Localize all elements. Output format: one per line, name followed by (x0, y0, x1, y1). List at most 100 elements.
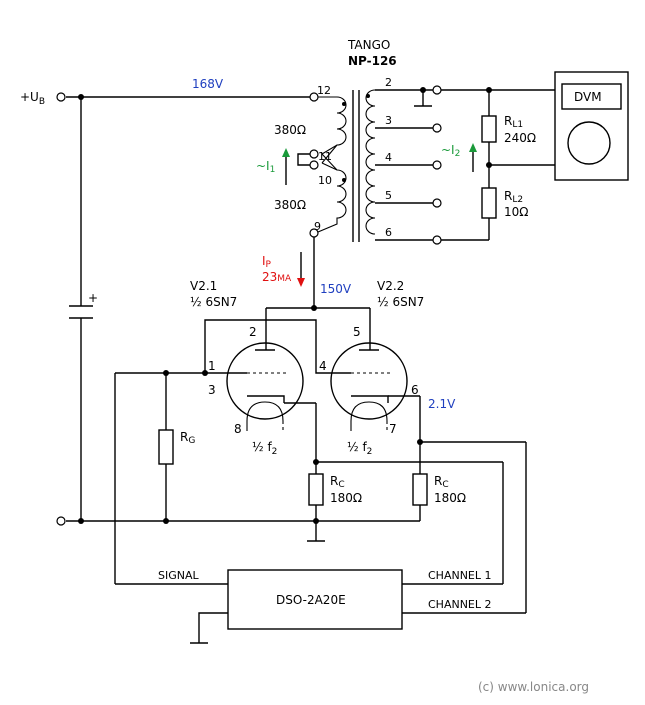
tube2-pin-grid: 4 (319, 359, 327, 373)
rc1-label: RC (330, 474, 345, 490)
cathode-voltage: 2.1V (428, 397, 456, 411)
junction-dot (486, 87, 492, 93)
plate-voltage: 150V (320, 282, 352, 296)
current-arrowhead (469, 143, 477, 152)
load-wiring (441, 89, 555, 241)
rl2-label: RL2 (504, 189, 523, 205)
pin-label: 4 (385, 151, 392, 164)
secondary-taps (375, 89, 436, 241)
junction-dot (163, 370, 169, 376)
tube1-pin-plate: 2 (249, 325, 257, 339)
tube1-pin-grid: 1 (208, 359, 216, 373)
supply-label: +UB (20, 90, 45, 107)
pin-label: 11 (318, 150, 332, 163)
junction-dot (417, 439, 423, 445)
capacitor-polarity: + (88, 291, 98, 305)
dvm-dial (567, 121, 611, 165)
primary-winding-lower (317, 144, 347, 233)
copyright: (c) www.lonica.org (478, 680, 589, 694)
transformer-pin-terminal (309, 92, 319, 102)
pin-label: 10 (318, 174, 332, 187)
junction-dot (163, 518, 169, 524)
tube2-name: V2.2 (377, 279, 404, 293)
plate-current-label: IP (262, 254, 272, 270)
tap-terminal (432, 123, 442, 133)
tube2-type: ½ 6SN7 (377, 295, 424, 309)
grid-wiring (114, 319, 351, 585)
oscilloscope-box (227, 569, 403, 630)
rc1-value: 180Ω (330, 491, 362, 505)
rc2-value: 180Ω (434, 491, 466, 505)
current2-label: ~I2 (441, 143, 460, 159)
pin-label: 12 (317, 84, 331, 97)
transformer-pin-terminal (309, 149, 319, 159)
scope-ground-wire (198, 612, 228, 643)
tap-terminal (432, 85, 442, 95)
dvm-display (561, 83, 622, 110)
junction-dot (486, 162, 492, 168)
dvm-label: DVM (574, 90, 602, 104)
filter-capacitor (69, 305, 93, 319)
supply-wiring (66, 96, 421, 522)
cathode-resistor-rc1 (308, 473, 324, 506)
winding-lower-label: 380Ω (274, 198, 306, 212)
grid-resistor-rg (158, 429, 174, 465)
tap-terminal (432, 198, 442, 208)
tube-v2-2 (330, 342, 408, 431)
junction-dot (78, 94, 84, 100)
junction-dot (313, 459, 319, 465)
tube1-pin-heater: 8 (234, 422, 242, 436)
current-arrowhead (282, 148, 290, 157)
winding-strap (297, 153, 310, 166)
winding-upper-label: 380Ω (274, 123, 306, 137)
tube1-name: V2.1 (190, 279, 217, 293)
tap-terminal (432, 235, 442, 245)
ground-terminal (56, 516, 66, 526)
supply-voltage: 168V (192, 77, 224, 91)
secondary-winding (365, 89, 376, 235)
junction-dot (313, 518, 319, 524)
transformer-model: NP-126 (348, 54, 397, 68)
load-resistor-rl1 (481, 115, 497, 143)
transformer-pin-terminal (309, 160, 319, 170)
tap-terminal (432, 160, 442, 170)
plate-current-value: 23MA (262, 270, 292, 284)
scope-signal-label: SIGNAL (158, 569, 200, 582)
supply-terminal (56, 92, 66, 102)
junction-dot (78, 518, 84, 524)
rl1-label: RL1 (504, 114, 523, 130)
tube2-pin-plate: 5 (353, 325, 361, 339)
tube-v2-1 (226, 342, 304, 431)
tube1-type: ½ 6SN7 (190, 295, 237, 309)
transformer-maker: TANGO (347, 38, 390, 52)
cathode-resistor-rc2 (412, 473, 428, 506)
pin-label: 9 (314, 220, 321, 233)
phase-dot (342, 102, 346, 106)
phase-dot (366, 94, 370, 98)
pin-label: 5 (385, 189, 392, 202)
tube2-heater-label: ½ f2 (347, 440, 372, 457)
dvm-meter (554, 71, 629, 181)
tube2-pin-heater: 7 (389, 422, 397, 436)
phase-dot (342, 178, 346, 182)
load-resistor-rl2 (481, 187, 497, 219)
pin-label: 2 (385, 76, 392, 89)
transformer-core (352, 90, 360, 242)
primary-winding-upper (318, 96, 347, 155)
current1-label: ~I1 (256, 159, 275, 175)
rl1-value: 240Ω (504, 131, 536, 145)
rg-label: RG (180, 430, 195, 446)
scope-channel1-label: CHANNEL 1 (428, 569, 492, 582)
tube1-heater-label: ½ f2 (252, 440, 277, 457)
oscilloscope-name: DSO-2A20E (276, 593, 346, 607)
plate-current-arrowhead (297, 278, 305, 287)
junction-dot (202, 370, 208, 376)
rl2-value: 10Ω (504, 205, 528, 219)
tube1-pin-cathode: 3 (208, 383, 216, 397)
pin-label: 3 (385, 114, 392, 127)
rc2-label: RC (434, 474, 449, 490)
scope-channel2-label: CHANNEL 2 (428, 598, 492, 611)
pin-label: 6 (385, 226, 392, 239)
tube2-pin-cathode: 6 (411, 383, 419, 397)
